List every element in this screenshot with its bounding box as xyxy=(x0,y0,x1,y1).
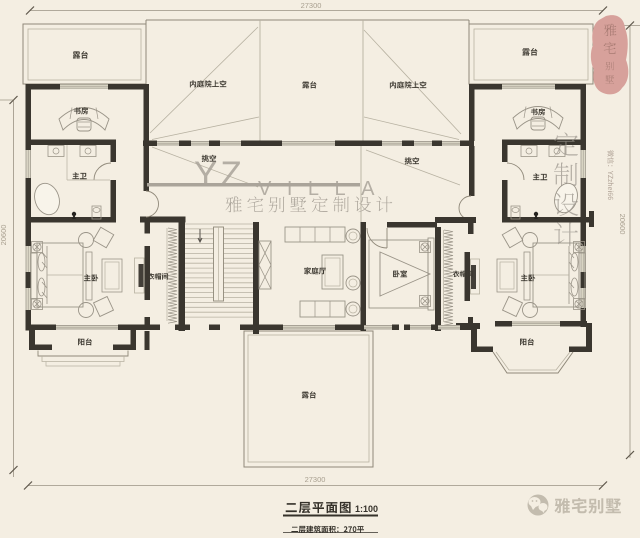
svg-text:20600: 20600 xyxy=(0,225,8,246)
svg-text:VILLA: VILLA xyxy=(258,178,390,200)
svg-text:YZ: YZ xyxy=(194,155,245,194)
svg-text:20600: 20600 xyxy=(618,214,627,235)
svg-text:27300: 27300 xyxy=(301,1,322,10)
svg-text:27300: 27300 xyxy=(305,475,326,484)
svg-text:1:100: 1:100 xyxy=(355,504,378,514)
